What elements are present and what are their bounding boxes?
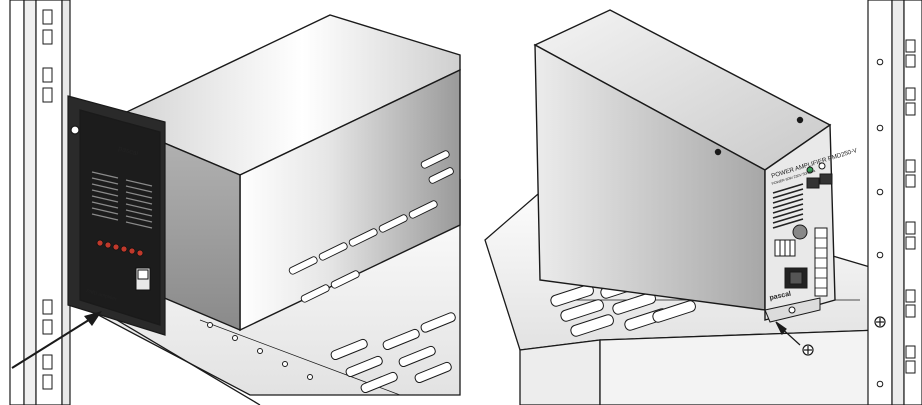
left-panel: pascal PMD amplifier <box>9 0 461 405</box>
right-rack-rail <box>867 0 922 405</box>
rear-panel-details <box>764 162 833 323</box>
panel-screw-icon <box>70 125 80 135</box>
rail-screw-icon <box>874 316 886 328</box>
power-switch <box>135 267 151 291</box>
led-red-icon <box>128 247 136 255</box>
rear-brand-label: pascal <box>769 291 792 302</box>
led-indicator-icon <box>818 162 826 170</box>
led-red-icon <box>136 249 144 257</box>
left-amplifier-body <box>108 14 461 332</box>
led-red-icon <box>96 239 104 247</box>
front-leds <box>96 239 144 257</box>
led-red-icon <box>120 245 128 253</box>
led-green-icon <box>806 166 814 174</box>
left-shelf-rivets <box>207 322 313 380</box>
led-red-icon <box>112 243 120 251</box>
right-panel: POWER AMPLIFIER PMD250-V POWER 60W 230V … <box>484 0 922 405</box>
led-red-icon <box>104 241 112 249</box>
insert-arrow-icon <box>11 311 102 369</box>
fixing-screw-icon <box>775 321 814 356</box>
right-shelf-vents <box>550 276 696 337</box>
left-rail-slots <box>42 9 53 390</box>
left-rack-rail <box>9 0 71 405</box>
